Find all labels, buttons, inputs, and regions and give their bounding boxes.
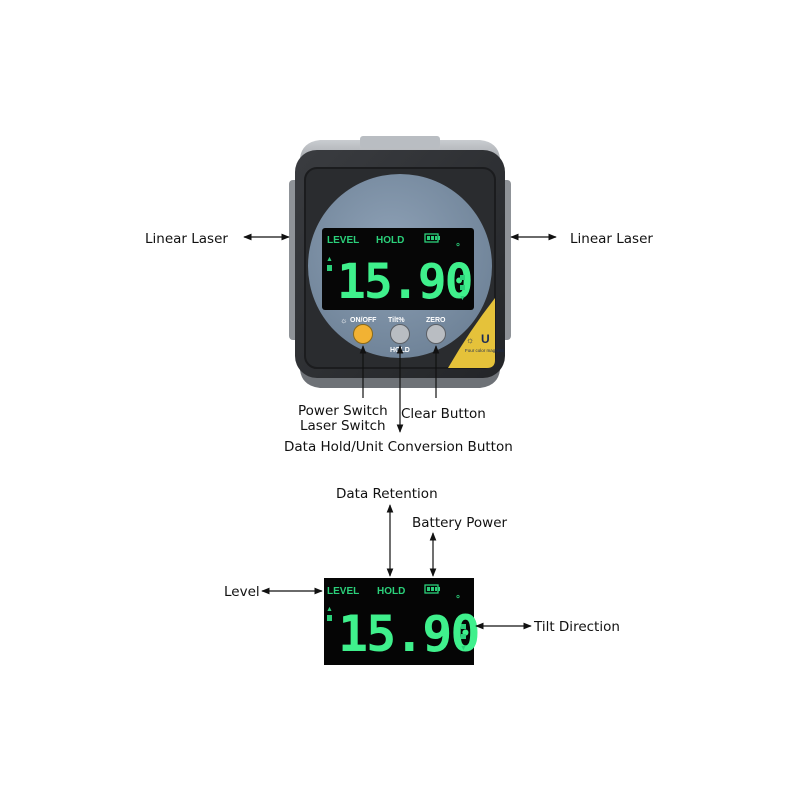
lcd-reading: 15.90 xyxy=(337,254,472,310)
detail-left-bar xyxy=(327,615,332,621)
badge-logo: U xyxy=(481,332,490,346)
detail-reading: 15.90 xyxy=(338,605,479,663)
tilt-up-arrow-icon: ▲ xyxy=(326,256,333,263)
detail-colon-bottom xyxy=(461,634,466,639)
detail-hold-label: HOLD xyxy=(377,586,405,597)
callout-battery-power: Battery Power xyxy=(412,515,508,531)
callout-tilt-direction: Tilt Direction xyxy=(533,619,620,635)
battery-icon xyxy=(424,233,440,243)
badge-text: Four color magnets xyxy=(465,348,505,353)
detail-tilt-down-arrow-icon: ▼ xyxy=(460,645,467,652)
hold-unit-button[interactable] xyxy=(390,324,410,344)
detail-battery-icon xyxy=(424,584,440,594)
lcd-mode-label: LEVEL xyxy=(327,235,359,246)
callout-power-switch: Power Switch xyxy=(298,403,388,419)
detail-tilt-up-arrow-icon: ▲ xyxy=(326,606,333,613)
angle-gauge-device: U ☼ Four color magnets LEVEL HOLD ° ▲ 15… xyxy=(289,136,511,388)
power-button[interactable] xyxy=(353,324,373,344)
power-label: ON/OFF xyxy=(350,317,377,324)
top-notch xyxy=(360,136,440,148)
callout-linear-laser-right: Linear Laser xyxy=(570,231,653,247)
callout-linear-laser-left: Linear Laser xyxy=(145,231,228,247)
lcd-degree-symbol: ° xyxy=(456,242,460,253)
callout-data-retention: Data Retention xyxy=(336,486,438,502)
lcd-left-bar xyxy=(327,265,332,271)
sun-icon: ☼ xyxy=(466,335,474,345)
tilt-label: Tilt% xyxy=(388,317,405,324)
callout-hold-unit-button: Data Hold/Unit Conversion Button xyxy=(284,439,513,455)
lcd-hold-label: HOLD xyxy=(376,235,404,246)
lcd-colon-top xyxy=(460,275,465,280)
zero-button[interactable] xyxy=(426,324,446,344)
callout-clear-button: Clear Button xyxy=(401,406,486,422)
callout-level: Level xyxy=(224,584,260,600)
lcd-colon-bottom xyxy=(460,285,465,290)
callout-laser-switch: Laser Switch xyxy=(300,418,386,434)
corner-badge xyxy=(448,298,495,368)
detail-degree-symbol: ° xyxy=(456,594,460,605)
detail-lcd xyxy=(324,578,474,665)
display-detail: LEVEL HOLD ° ▲ 15.90 ▼ xyxy=(324,578,481,665)
detail-mode-label: LEVEL xyxy=(327,586,359,597)
laser-icon: ☼ xyxy=(340,316,347,325)
detail-colon-top xyxy=(461,624,466,629)
tilt-down-arrow-icon: ▼ xyxy=(459,295,466,302)
device-lcd xyxy=(322,228,474,310)
zero-label: ZERO xyxy=(426,317,446,324)
